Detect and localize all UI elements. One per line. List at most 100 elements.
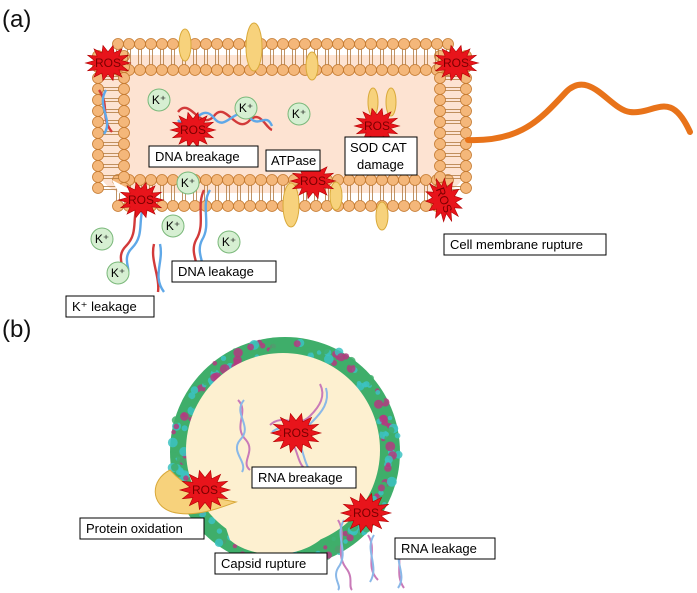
lipid-head: [118, 171, 130, 183]
lipid-head: [460, 149, 472, 161]
svg-text:ROS: ROS: [192, 483, 218, 497]
lipid-head: [460, 116, 472, 128]
lipid-head: [118, 105, 130, 117]
lipid-head: [178, 64, 190, 76]
lipid-head: [343, 64, 355, 76]
lipid-head: [376, 64, 388, 76]
svg-text:ROS: ROS: [283, 426, 309, 440]
lipid-head: [145, 38, 157, 50]
lipid-head: [222, 64, 234, 76]
lipid-head: [420, 64, 432, 76]
lipid-head: [398, 64, 410, 76]
membrane-protein: [178, 28, 192, 62]
lipid-head: [211, 174, 223, 186]
svg-text:K⁺: K⁺: [95, 232, 109, 246]
lipid-head: [277, 174, 289, 186]
lipid-head: [167, 38, 179, 50]
k-ion: K⁺: [287, 102, 311, 126]
ros-bursts-b: ROS ROS ROS: [178, 412, 393, 534]
lipid-head: [222, 38, 234, 50]
lipid-head: [145, 174, 157, 186]
lipid-head: [310, 200, 322, 212]
lipid-head: [354, 200, 366, 212]
svg-text:ROS: ROS: [443, 56, 469, 70]
label-dna-breakage: DNA breakage: [148, 145, 259, 168]
lipid-head: [200, 64, 212, 76]
k-ion: K⁺: [90, 227, 114, 251]
lipid-head: [211, 200, 223, 212]
panel-b-label: (b): [2, 316, 31, 343]
lipid-head: [266, 174, 278, 186]
lipid-head: [460, 127, 472, 139]
ros-burst: ROS: [269, 412, 323, 454]
membrane-protein: [329, 181, 343, 211]
lipid-head: [354, 174, 366, 186]
lipid-head: [200, 38, 212, 50]
lipid-head: [460, 182, 472, 194]
lipid-head: [222, 174, 234, 186]
lipid-head: [92, 160, 104, 172]
ros-burst: ROS: [84, 44, 132, 82]
lipid-head: [299, 200, 311, 212]
svg-text:RNA leakage: RNA leakage: [401, 541, 477, 556]
svg-text:SOD CAT: SOD CAT: [350, 140, 407, 155]
label-rna-leakage: RNA leakage: [394, 537, 496, 560]
svg-text:ROS: ROS: [180, 123, 206, 137]
svg-text:ROS: ROS: [353, 506, 379, 520]
lipid-head: [118, 127, 130, 139]
lipid-head: [387, 64, 399, 76]
lipid-head: [434, 138, 446, 150]
lipid-head: [92, 127, 104, 139]
lipid-head: [145, 64, 157, 76]
lipid-head: [365, 64, 377, 76]
lipid-head: [123, 38, 135, 50]
lipid-head: [376, 38, 388, 50]
virus-interior: [186, 353, 380, 547]
lipid-head: [266, 38, 278, 50]
membrane-protein: [305, 51, 319, 81]
membrane-protein: [245, 22, 263, 72]
ros-burst: ROS: [339, 492, 393, 534]
k-ion: K⁺: [161, 214, 185, 238]
lipid-head: [434, 127, 446, 139]
ros-burst: ROS: [178, 469, 232, 511]
lipid-head: [354, 38, 366, 50]
svg-text:damage: damage: [357, 157, 404, 172]
lipid-head: [409, 200, 421, 212]
k-ions: K⁺K⁺K⁺K⁺K⁺K⁺K⁺K⁺: [90, 88, 311, 285]
lipid-head: [156, 174, 168, 186]
lipid-head: [233, 200, 245, 212]
lipid-head: [118, 149, 130, 161]
lipid-head: [420, 38, 432, 50]
svg-text:K⁺: K⁺: [239, 101, 253, 115]
lipid-head: [460, 83, 472, 95]
lipid-head: [134, 38, 146, 50]
label-capsid-rupture: Capsid rupture: [214, 552, 328, 575]
svg-text:K⁺: K⁺: [222, 235, 236, 249]
svg-text:ATPase: ATPase: [271, 153, 316, 168]
lipid-head: [118, 94, 130, 106]
label-k-leakage: K⁺ leakage: [65, 295, 155, 318]
lipid-head: [255, 174, 267, 186]
svg-text:K⁺: K⁺: [111, 266, 125, 280]
lipid-head: [321, 38, 333, 50]
lipid-head: [431, 38, 443, 50]
lipid-head: [434, 83, 446, 95]
lipid-head: [387, 174, 399, 186]
lipid-head: [118, 116, 130, 128]
k-ion: K⁺: [147, 88, 171, 112]
ros-burst: ROS: [169, 111, 217, 149]
label-dna-leakage: DNA leakage: [171, 260, 277, 283]
lipid-head: [376, 174, 388, 186]
lipid-head: [409, 174, 421, 186]
lipid-head: [332, 64, 344, 76]
lipid-head: [288, 64, 300, 76]
lipid-head: [365, 38, 377, 50]
svg-text:ROS: ROS: [128, 193, 154, 207]
lipid-head: [92, 138, 104, 150]
lipid-head: [156, 64, 168, 76]
lipid-head: [354, 64, 366, 76]
lipid-head: [118, 138, 130, 150]
lipid-head: [434, 116, 446, 128]
svg-text:Protein oxidation: Protein oxidation: [86, 521, 183, 536]
